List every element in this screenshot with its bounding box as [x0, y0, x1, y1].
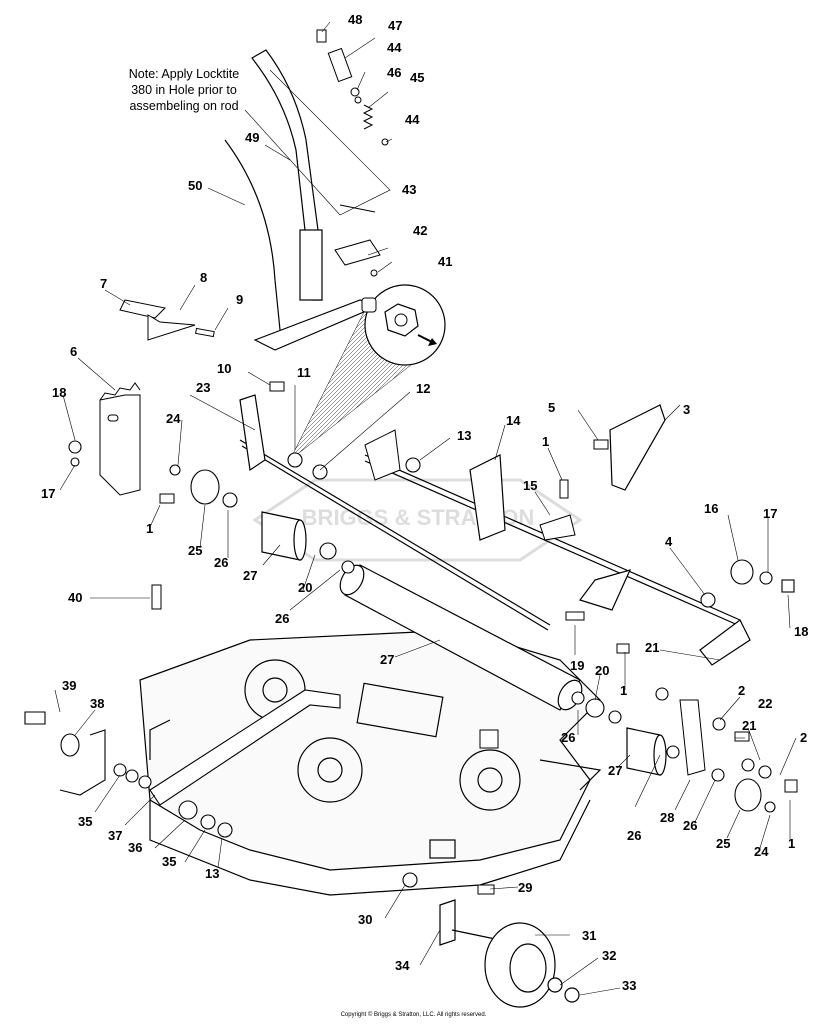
- note-line: Note: Apply Locktite: [128, 67, 240, 81]
- callout-label: 14: [506, 413, 521, 428]
- callout-label: 2: [800, 730, 807, 745]
- bolts: [151, 381, 798, 895]
- callout-label: 50: [188, 178, 202, 193]
- callout-label: 44: [405, 112, 420, 127]
- callout-label: 30: [358, 912, 372, 927]
- callout-label: 17: [41, 486, 55, 501]
- callout-label: 43: [402, 182, 416, 197]
- callout-label: 19: [570, 658, 584, 673]
- callout-label: 26: [627, 828, 641, 843]
- callout-label: 5: [548, 400, 555, 415]
- lift-handle: [224, 49, 382, 351]
- callout-label: 42: [413, 223, 427, 238]
- callout-label: 44: [387, 40, 402, 55]
- callout-label: 16: [704, 501, 718, 516]
- height-adjust-bracket: [99, 299, 215, 496]
- callout-label: 8: [200, 270, 207, 285]
- callout-label: 39: [62, 678, 76, 693]
- callout-label: 31: [582, 928, 596, 943]
- callout-label: 20: [595, 663, 609, 678]
- callout-label: 2: [738, 683, 745, 698]
- callout-label: 15: [523, 478, 537, 493]
- callout-label: 1: [542, 434, 549, 449]
- callout-label: 18: [794, 624, 808, 639]
- callout-label: 48: [348, 12, 362, 27]
- part-callouts: 48 47 44 46 45 44 49 43 50 42 41 7 8 9 6…: [41, 12, 808, 993]
- callout-label: 25: [716, 836, 730, 851]
- callout-label: 45: [410, 70, 424, 85]
- callout-label: 26: [683, 818, 697, 833]
- callout-label: 25: [188, 543, 202, 558]
- callout-label: 40: [68, 590, 82, 605]
- callout-label: 49: [245, 130, 259, 145]
- callout-label: 26: [561, 730, 575, 745]
- callout-label: 46: [387, 65, 401, 80]
- callout-label: 20: [298, 580, 312, 595]
- callout-label: 29: [518, 880, 532, 895]
- callout-label: 28: [660, 810, 674, 825]
- note-line: 380 in Hole prior to: [131, 83, 237, 97]
- callout-label: 1: [788, 836, 795, 851]
- callout-label: 18: [52, 385, 66, 400]
- note-line: assembeling on rod: [129, 99, 239, 113]
- callout-label: 33: [622, 978, 636, 993]
- leader-lines: [54, 21, 797, 996]
- gauge-wheel: [439, 899, 580, 1008]
- callout-label: 27: [380, 652, 394, 667]
- nut-detail-zoom: [289, 284, 446, 461]
- callout-label: 24: [754, 844, 769, 859]
- wheels-and-washers: [60, 440, 795, 888]
- callout-label: 13: [205, 866, 219, 881]
- callout-label: 12: [416, 381, 430, 396]
- callout-label: 23: [196, 380, 210, 395]
- callout-label: 6: [70, 344, 77, 359]
- callout-label: 17: [763, 506, 777, 521]
- callout-label: 3: [683, 402, 690, 417]
- handle-bracket: [334, 204, 381, 277]
- callout-label: 24: [166, 411, 181, 426]
- callout-label: 26: [275, 611, 289, 626]
- callout-label: 21: [742, 718, 756, 733]
- copyright-notice: Copyright © Briggs & Stratton, LLC. All …: [340, 1012, 487, 1018]
- callout-label: 27: [243, 568, 257, 583]
- callout-label: 9: [236, 292, 243, 307]
- callout-label: 22: [758, 696, 772, 711]
- callout-label: 47: [388, 18, 402, 33]
- callout-label: 27: [608, 763, 622, 778]
- callout-label: 37: [108, 828, 122, 843]
- callout-label: 35: [78, 814, 92, 829]
- callout-label: 21: [645, 640, 659, 655]
- top-pin-parts: [244, 29, 391, 216]
- callout-label: 7: [100, 276, 107, 291]
- callout-label: 41: [438, 254, 452, 269]
- front-link-arm: [24, 689, 341, 806]
- callout-label: 11: [297, 365, 311, 380]
- callout-label: 4: [665, 534, 673, 549]
- callout-label: 35: [162, 854, 176, 869]
- callout-label: 32: [602, 948, 616, 963]
- callout-label: 38: [90, 696, 104, 711]
- callout-label: 34: [395, 958, 410, 973]
- callout-label: 1: [620, 683, 627, 698]
- callout-label: 13: [457, 428, 471, 443]
- deck-rollers: [261, 511, 667, 776]
- callout-label: 36: [128, 840, 142, 855]
- callout-label: 1: [146, 521, 153, 536]
- lift-shafts: [239, 394, 751, 666]
- callout-label: 10: [217, 361, 231, 376]
- callout-label: 26: [214, 555, 228, 570]
- locktite-note: Note: Apply Locktite 380 in Hole prior t…: [104, 66, 264, 114]
